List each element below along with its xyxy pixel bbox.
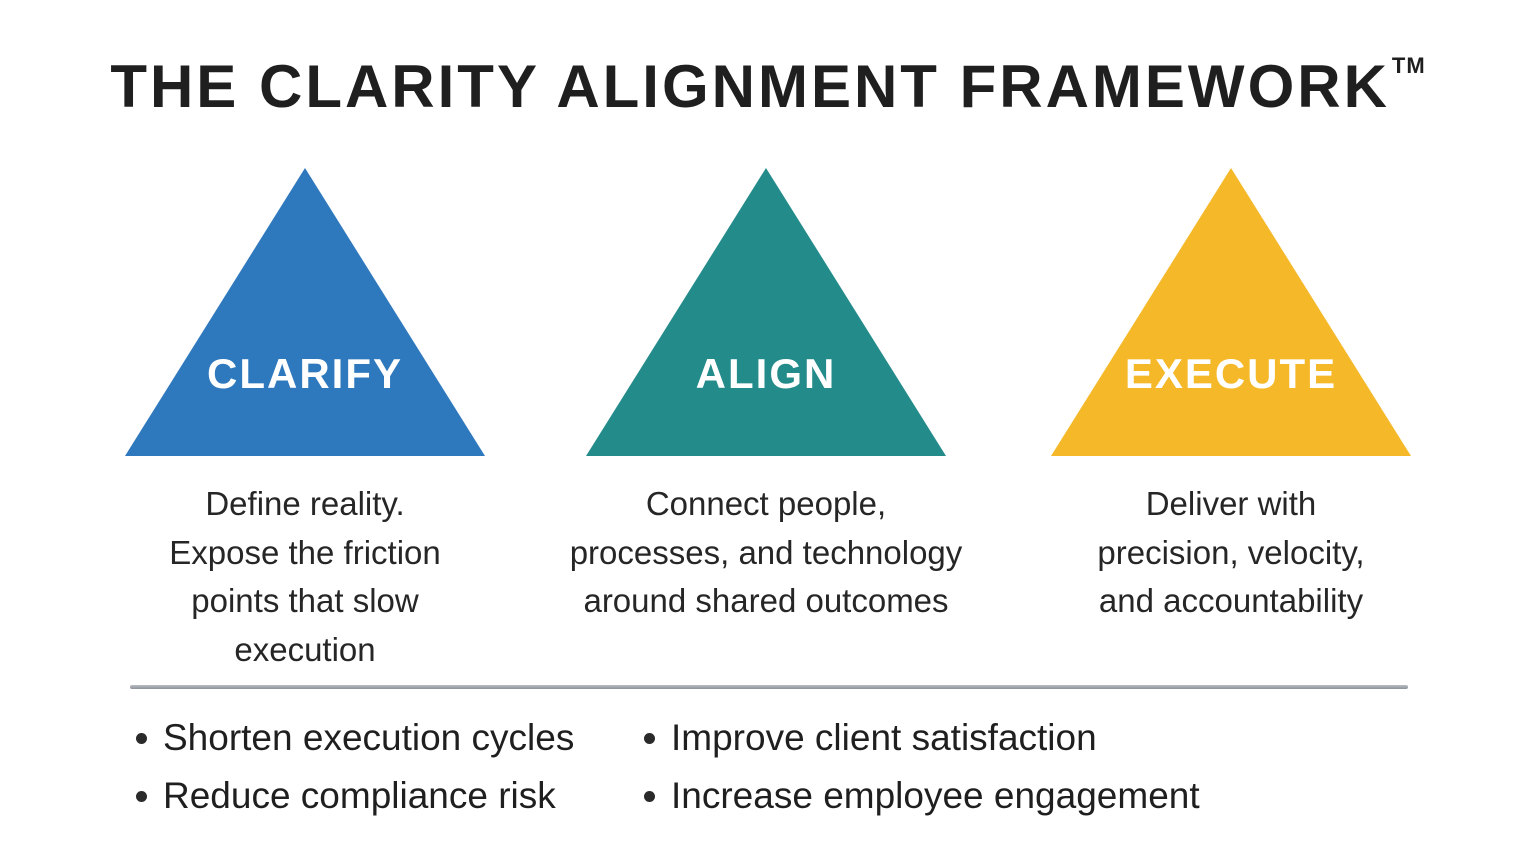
outcome-item: Reduce compliance risk: [136, 772, 644, 820]
clarify-label: CLARIFY: [207, 350, 403, 397]
align-description: Connect people, processes, and technolog…: [569, 485, 963, 619]
title-text: THE CLARITY ALIGNMENT FRAMEWORK: [110, 53, 1390, 120]
bullet-dot: [136, 732, 147, 744]
outcome-item: Shorten execution cycles: [136, 714, 644, 762]
align-label: ALIGN: [695, 350, 837, 397]
execute-triangle: EXECUTE: [1051, 168, 1411, 456]
pillar-align: ALIGN Connect people, processes, and tec…: [536, 168, 996, 626]
trademark-symbol: TM: [1391, 53, 1426, 78]
execute-description: Deliver with precision, velocity, and ac…: [1097, 485, 1365, 619]
outcome-item: Improve client satisfaction: [644, 714, 1200, 762]
page-title: THE CLARITY ALIGNMENT FRAMEWORKTM: [0, 52, 1536, 121]
bullet-dot: [136, 790, 147, 802]
outcomes-list: Shorten execution cycles Improve client …: [136, 714, 1200, 820]
clarify-triangle: CLARIFY: [125, 168, 485, 456]
clarify-description: Define reality. Expose the friction poin…: [169, 485, 441, 668]
outcome-text: Reduce compliance risk: [163, 775, 556, 816]
execute-label: EXECUTE: [1124, 350, 1338, 397]
outcome-text: Improve client satisfaction: [671, 717, 1097, 758]
pillar-clarify: CLARIFY Define reality. Expose the frict…: [75, 168, 535, 674]
bullet-dot: [644, 732, 655, 744]
bullet-dot: [644, 790, 655, 802]
outcome-text: Shorten execution cycles: [163, 717, 575, 758]
outcome-item: Increase employee engagement: [644, 772, 1200, 820]
outcome-text: Increase employee engagement: [671, 775, 1200, 816]
pillar-execute: EXECUTE Deliver with precision, velocity…: [1001, 168, 1461, 626]
align-triangle: ALIGN: [586, 168, 946, 456]
section-divider: [130, 685, 1408, 689]
